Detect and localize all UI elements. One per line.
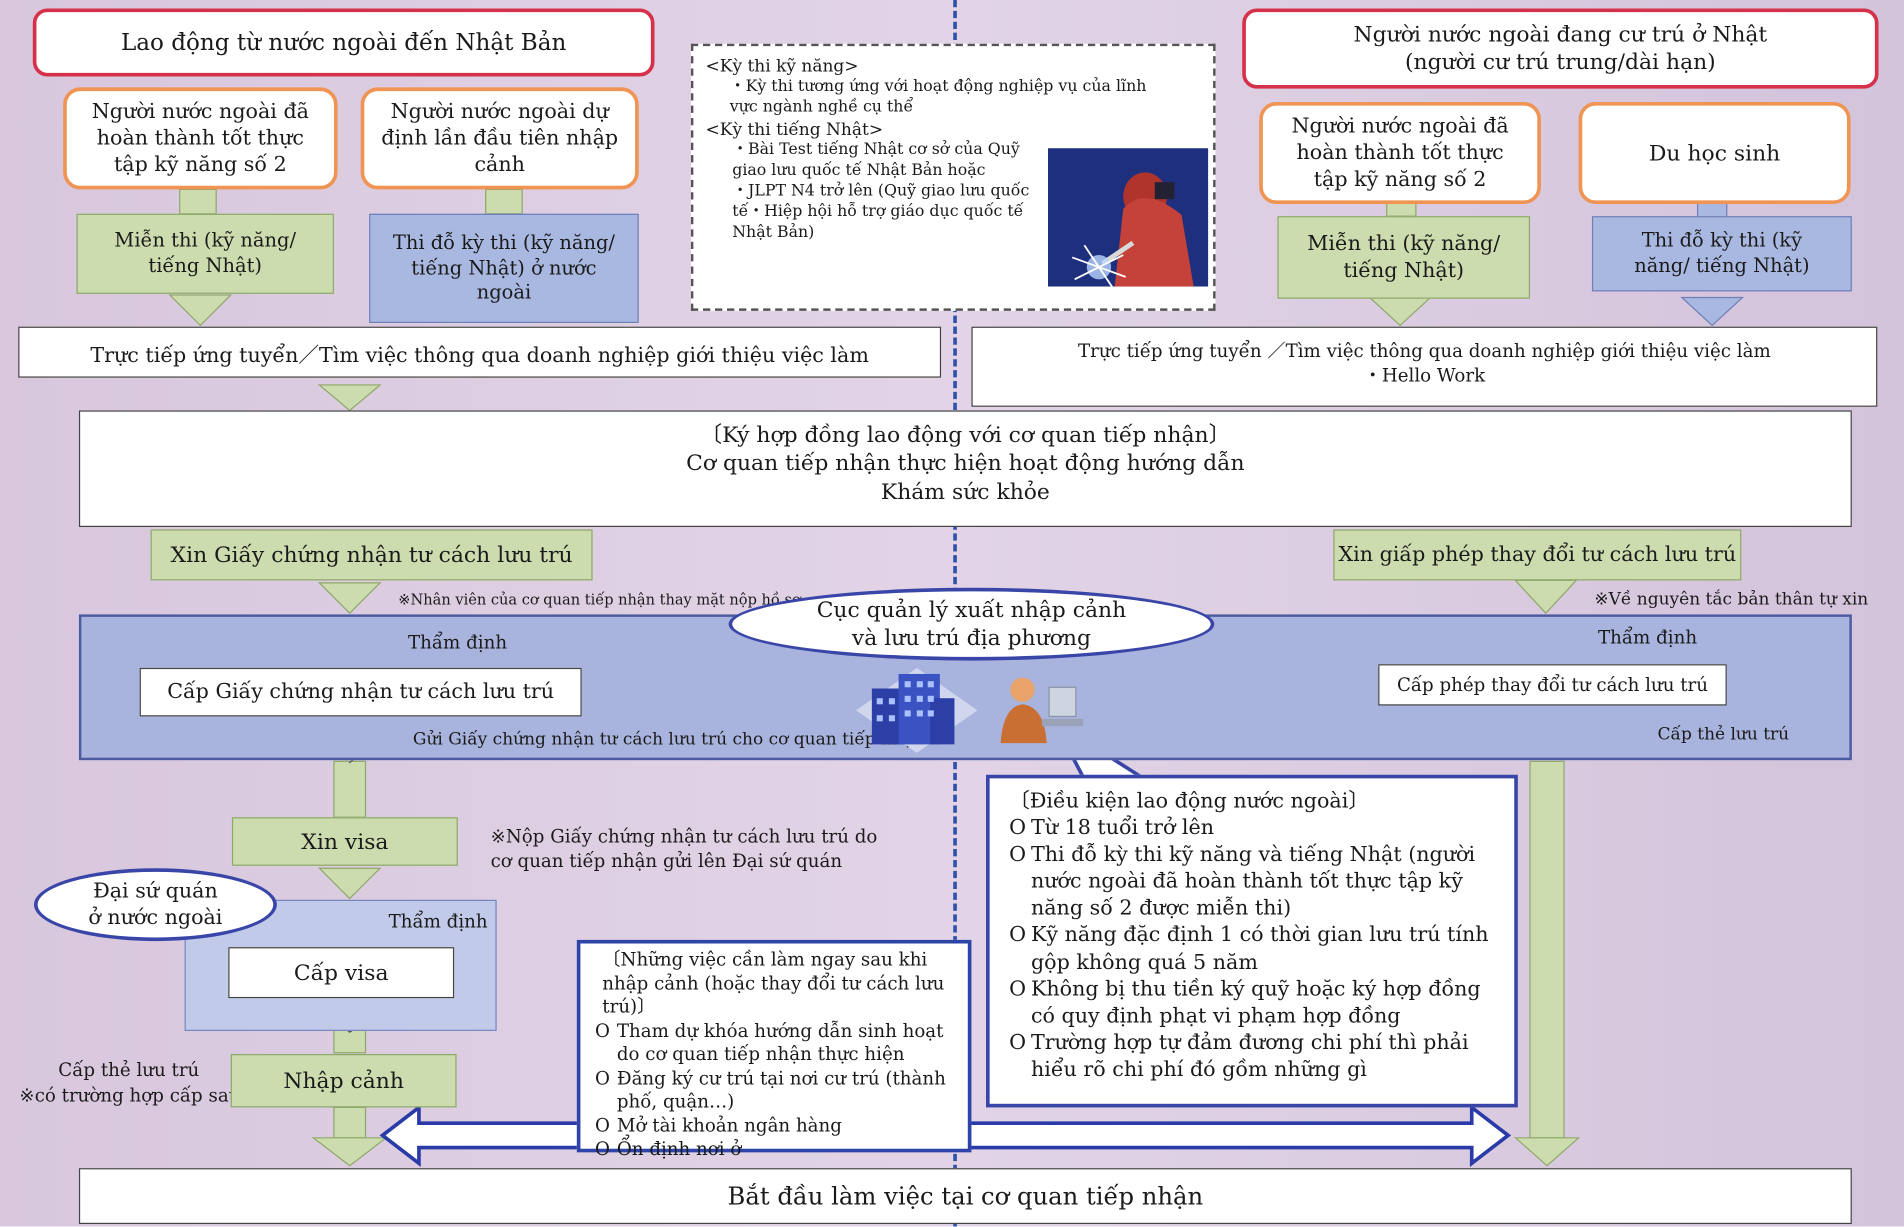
right-header: Người nước ngoài đang cư trú ở Nhật (ngư… [1242,8,1879,89]
left-header: Lao động từ nước ngoài đến Nhật Bản [32,8,655,77]
apply-right-box: Trực tiếp ứng tuyển ／Tìm việc thông qua … [971,326,1878,407]
condition-item: Kỹ năng đặc định 1 có thời gian lưu trú … [1009,922,1492,976]
welder-illustration [1047,148,1209,287]
language-exam-desc-2: ・JLPT N4 trở lên (Quỹ giao lưu quốc tế・H… [732,182,1030,242]
embassy-ellipse: Đại sứ quán ở nước ngoài [34,868,277,942]
coe-issue: Cấp Giấy chứng nhận tư cách lưu trú [139,667,582,717]
change-apply: Xin giấp phép thay đổi tư cách lưu trú [1333,529,1742,581]
down-arrow [317,867,382,900]
entry: Nhập cảnh [230,1054,457,1108]
bureau-ellipse: Cục quản lý xuất nhập cảnh và lưu trú đị… [728,587,1215,661]
skill-exam-desc: ・Kỳ thi tương ứng với hoạt động nghiệp v… [729,77,1147,117]
contract-box: 〔Ký hợp đồng lao động với cơ quan tiếp n… [78,410,1852,528]
conditions-box: 〔Điều kiện lao động nước ngoài〕 Từ 18 tu… [986,774,1518,1108]
down-arrow [1514,579,1578,615]
apply-right-line-1: Trực tiếp ứng tuyển ／Tìm việc thông qua … [1077,340,1771,362]
apply-left-box: Trực tiếp ứng tuyển／Tìm việc thông qua d… [18,326,942,378]
down-arrow [311,1137,388,1167]
pass-left: Thi đỗ kỳ thi (kỹ năng/ tiếng Nhật) ở nư… [369,213,639,324]
visa-issue: Cấp visa [228,947,455,999]
card-issue-right: Cấp thẻ lưu trú [1657,724,1790,745]
start-work: Bắt đầu làm việc tại cơ quan tiếp nhận [78,1168,1852,1225]
condition-item: Không bị thu tiền ký quỹ hoặc ký hợp đồn… [1009,976,1492,1030]
skill-exam-title: <Kỳ thi kỹ năng> [705,57,859,77]
down-arrow [1368,296,1433,327]
down-arrow [1513,1137,1581,1167]
conditions-list: Từ 18 tuổi trở lên Thi đỗ kỳ thi kỹ năng… [1009,815,1492,1083]
todo-item: Đăng ký cư trú tại nơi cư trú (thành phố… [595,1067,958,1114]
conditions-title: 〔Điều kiện lao động nước ngoài〕 [1009,789,1369,814]
contract-line-1: 〔Ký hợp đồng lao động với cơ quan tiếp n… [700,422,1231,449]
review-left: Thẩm định [408,631,508,654]
left-source-trainee: Người nước ngoài đã hoàn thành tốt thực … [63,87,338,190]
exempt-left: Miễn thi (kỹ năng/ tiếng Nhật) [76,213,334,294]
change-apply-note: ※Về nguyên tắc bản thân tự xin [1594,590,1869,610]
connector-bar [333,1106,367,1139]
right-source-student: Du học sinh [1578,102,1851,205]
connector-bar [333,1027,367,1054]
coe-send: Gửi Giấy chứng nhận tư cách lưu trú cho … [412,729,925,750]
contract-line-3: Khám sức khỏe [880,479,1050,505]
down-arrow [317,582,382,615]
condition-item: Thi đỗ kỳ thi kỹ năng và tiếng Nhật (ngư… [1009,842,1492,922]
language-exam-desc-1: ・Bài Test tiếng Nhật cơ sở của Quỹ giao … [732,141,1020,180]
coe-apply: Xin Giấy chứng nhận tư cách lưu trú [150,529,593,581]
down-arrow [317,384,382,412]
card-issue-left: Cấp thẻ lưu trú [58,1058,200,1081]
right-source-trainee: Người nước ngoài đã hoàn thành tốt thực … [1259,102,1541,205]
todo-item: Tham dự khóa hướng dẫn sinh hoạt do cơ q… [595,1019,958,1066]
officer-icon [1000,677,1084,744]
change-issue: Cấp phép thay đổi tư cách lưu trú [1378,664,1727,706]
todo-item: Ổn định nơi ở [595,1138,958,1162]
exempt-right: Miễn thi (kỹ năng/ tiếng Nhật) [1277,216,1531,299]
connector-bar [179,188,217,215]
card-issue-left-note: ※có trường hợp cấp sau [19,1084,241,1107]
condition-item: Từ 18 tuổi trở lên [1009,815,1492,842]
pass-right: Thi đỗ kỳ thi (kỹ năng/ tiếng Nhật) [1591,216,1852,292]
coe-apply-note: ※Nhân viên của cơ quan tiếp nhận thay mặ… [398,591,801,609]
building-icon [856,667,978,753]
review-right: Thẩm định [1598,626,1698,649]
connector-bar [485,188,523,215]
todo-box: 〔Những việc cần làm ngay sau khi nhập cả… [576,939,972,1161]
contract-line-2: Cơ quan tiếp nhận thực hiện hoạt động hư… [686,450,1245,477]
review-embassy: Thẩm định [388,910,488,933]
down-arrow [1680,296,1745,327]
todo-list: Tham dự khóa hướng dẫn sinh hoạt do cơ q… [595,1019,958,1161]
connector-bar [333,760,367,818]
down-arrow [168,294,233,327]
todo-item: Mở tài khoản ngân hàng [595,1114,958,1138]
todo-title: 〔Những việc cần làm ngay sau khi nhập cả… [602,948,945,1018]
apply-right-line-2: ・Hello Work [1363,363,1486,386]
left-source-new-entry: Người nước ngoài dự định lần đầu tiên nh… [360,87,639,190]
language-exam-title: <Kỳ thi tiếng Nhật> [705,120,884,140]
exam-info-box: <Kỳ thi kỹ năng> ・Kỳ thi tương ứng với h… [690,43,1216,311]
condition-item: Trường hợp tự đảm đương chi phí thì phải… [1009,1030,1492,1084]
visa-note: ※Nộp Giấy chứng nhận tư cách lưu trú do … [490,825,878,872]
visa-apply: Xin visa [231,817,458,866]
connector-bar [1529,760,1565,1139]
